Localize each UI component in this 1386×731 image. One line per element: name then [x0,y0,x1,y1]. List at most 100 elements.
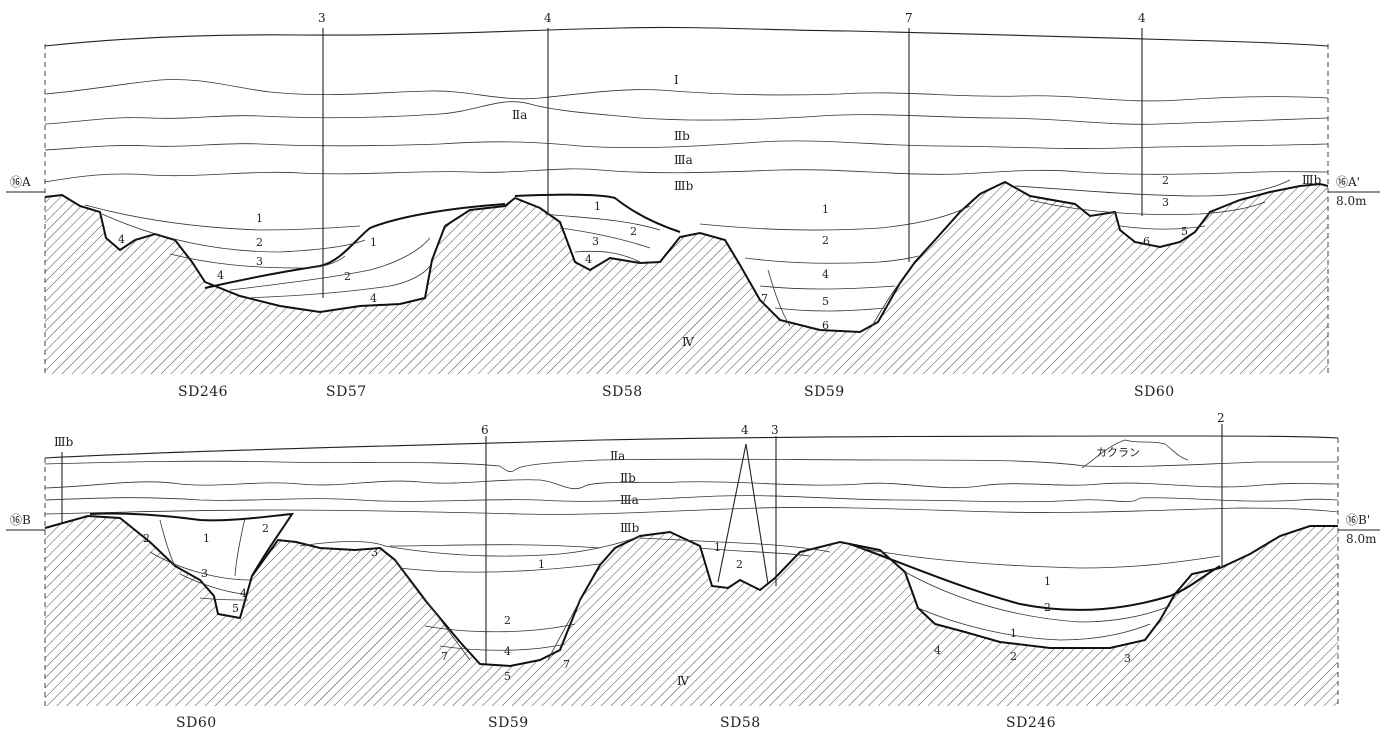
section-a-sd58-fill-line-2 [559,227,651,249]
section-b-column-line-4b [745,443,769,585]
section-a-fill-number: 3 [592,235,599,248]
section-b-kakuran-outline [1081,439,1189,469]
section-b-column-line-4a [717,443,747,583]
section-a-feature-label: SD59 [804,384,845,400]
section-a-left-point-label: ⑯A [10,175,31,189]
section-a-column-marker: 7 [905,11,913,25]
section-b-layer-3b-label: Ⅲb [620,521,640,535]
section-a-boundary-3 [44,140,1329,151]
section-b-layer-3b-left-label: Ⅲb [54,435,74,449]
section-b-layer-3a-label: Ⅲa [620,493,639,507]
section-a-fill-number: 5 [1181,225,1188,238]
section-a-sd57-fill-line-1 [229,237,431,291]
section-a-column-marker: 3 [318,11,326,25]
section-b-column-marker: 3 [771,423,779,437]
section-b-boundary-2 [44,479,1339,490]
section-b-ground-surface [44,435,1339,459]
section-b-fill-number: 7 [563,658,570,671]
section-a-sd246-fill-line-3 [169,253,346,269]
section-b-feature-label: SD58 [720,715,761,731]
section-b-sd246-fill-line-3 [917,607,1151,641]
section-a-fill-number: 6 [1143,235,1150,248]
section-a-sd59-fill-line-6 [871,281,901,327]
section-b-sd59-fill-line-4 [424,623,576,633]
section-a-fill-number: 3 [256,255,263,268]
section-a-boundary-4 [44,168,1329,183]
section-b-layer-4-label: Ⅳ [677,674,690,688]
section-a-fill-number: 1 [594,200,601,213]
section-a-feature-label: SD60 [1134,384,1175,400]
section-a-labels: ⑯A ⑯A' 8.0m Ⅰ Ⅱa Ⅱb Ⅲa Ⅲb Ⅲb Ⅳ 3 4 7 4 1… [10,11,1367,400]
section-a-bedrock-contact [44,180,1329,334]
section-a-elevation-label: 8.0m [1336,194,1367,208]
section-a-sd58-fill-line-1 [544,213,661,231]
section-b [6,424,1380,706]
section-b-feature-label: SD246 [1006,715,1056,731]
section-b-fill-number: 1 [1044,575,1051,588]
section-a-fill-number: 2 [1162,174,1169,187]
section-b-fill-number: 3 [1124,652,1131,665]
section-a-fill-number: 4 [585,253,592,266]
section-b-left-point-label: ⑯B [10,513,31,527]
section-b-column-marker: 2 [1217,411,1225,425]
section-a-sd59-fill-line-1 [699,205,971,231]
section-a-fill-number: 6 [822,319,829,332]
section-b-sd59-fill-line-3 [399,563,601,573]
section-a-fill-number: 4 [118,233,125,246]
section-a-right-point-label: ⑯A' [1336,175,1360,189]
section-b-kakuran-label: カクラン [1096,446,1140,459]
section-b-labels: ⑯B ⑯B' 8.0m Ⅲb Ⅱa Ⅱb Ⅲa Ⅲb Ⅳ カクラン 6 4 3 … [10,411,1377,731]
section-a-layer-2b-label: Ⅱb [674,129,690,143]
section-a-sd57-fill-line-2 [244,265,431,299]
section-a-sd246-fill-line-2 [101,213,366,253]
section-a-column-marker: 4 [1138,11,1146,25]
section-b-bedrock-hatch [45,516,1338,706]
section-a-column-marker: 4 [544,11,552,25]
section-b-layer-2a-label: Ⅱa [610,449,625,463]
section-b-fill-number: 7 [441,650,448,663]
section-a-boundary-1 [44,79,1329,102]
section-a-layer-1-label: Ⅰ [674,73,679,87]
section-a-sd58-fill-line-3 [574,250,641,263]
section-a-fill-number: 2 [630,225,637,238]
section-b-right-point-label: ⑯B' [1346,513,1370,527]
section-b-layer-2b-label: Ⅱb [620,471,636,485]
section-b-fill-number: 2 [143,532,150,545]
section-a-fill-number: 2 [256,236,263,249]
section-b-sd60-fill-line-4 [179,573,249,595]
section-a-layer-3b-label: Ⅲb [674,179,694,193]
section-a-fill-number: 4 [217,269,224,282]
section-a-sd60-fill-line-3 [1119,225,1206,230]
section-b-boundary-3 [44,495,1339,503]
section-b-sd58-fill-line-2 [699,547,811,557]
section-a-bedrock-hatch [45,182,1328,374]
section-b-fill-number: 2 [1044,601,1051,614]
section-b-fill-number: 1 [1010,627,1017,640]
section-a-feature-label: SD57 [326,384,367,400]
section-b-feature-label: SD60 [176,715,217,731]
section-a-fill-number: 1 [822,203,829,216]
section-a-layer-4-label: Ⅳ [682,335,695,349]
section-b-sd60-fill-line-2 [234,517,246,577]
section-b-fill-number: 1 [203,532,210,545]
section-b-fill-number: 1 [714,541,721,554]
section-b-fill-number: 2 [736,558,743,571]
section-b-sd246-fill-line-1 [859,547,1221,569]
section-b-fill-number: 5 [504,670,511,683]
section-b-sd58-fill-line-1 [639,537,831,553]
section-a-feature-label: SD246 [178,384,228,400]
section-b-sd59-fill-line-6 [394,559,471,661]
section-a-fill-number: 1 [256,212,263,225]
section-a-sd59-fill-line-3 [759,285,896,290]
section-b-sd246-fill-line-2 [904,571,1171,623]
section-a [6,26,1380,374]
section-a-fill-number: 5 [822,295,829,308]
section-b-fill-number: 5 [232,602,239,615]
section-b-sd60-fill-line-1 [159,519,176,567]
section-a-sd59-fill-line-5 [767,269,791,327]
section-a-fill-number: 1 [370,236,377,249]
section-b-fill-number: 4 [240,587,247,600]
section-a-sd60-fill-line-2 [1029,199,1266,215]
section-b-fill-number: 3 [371,546,378,559]
